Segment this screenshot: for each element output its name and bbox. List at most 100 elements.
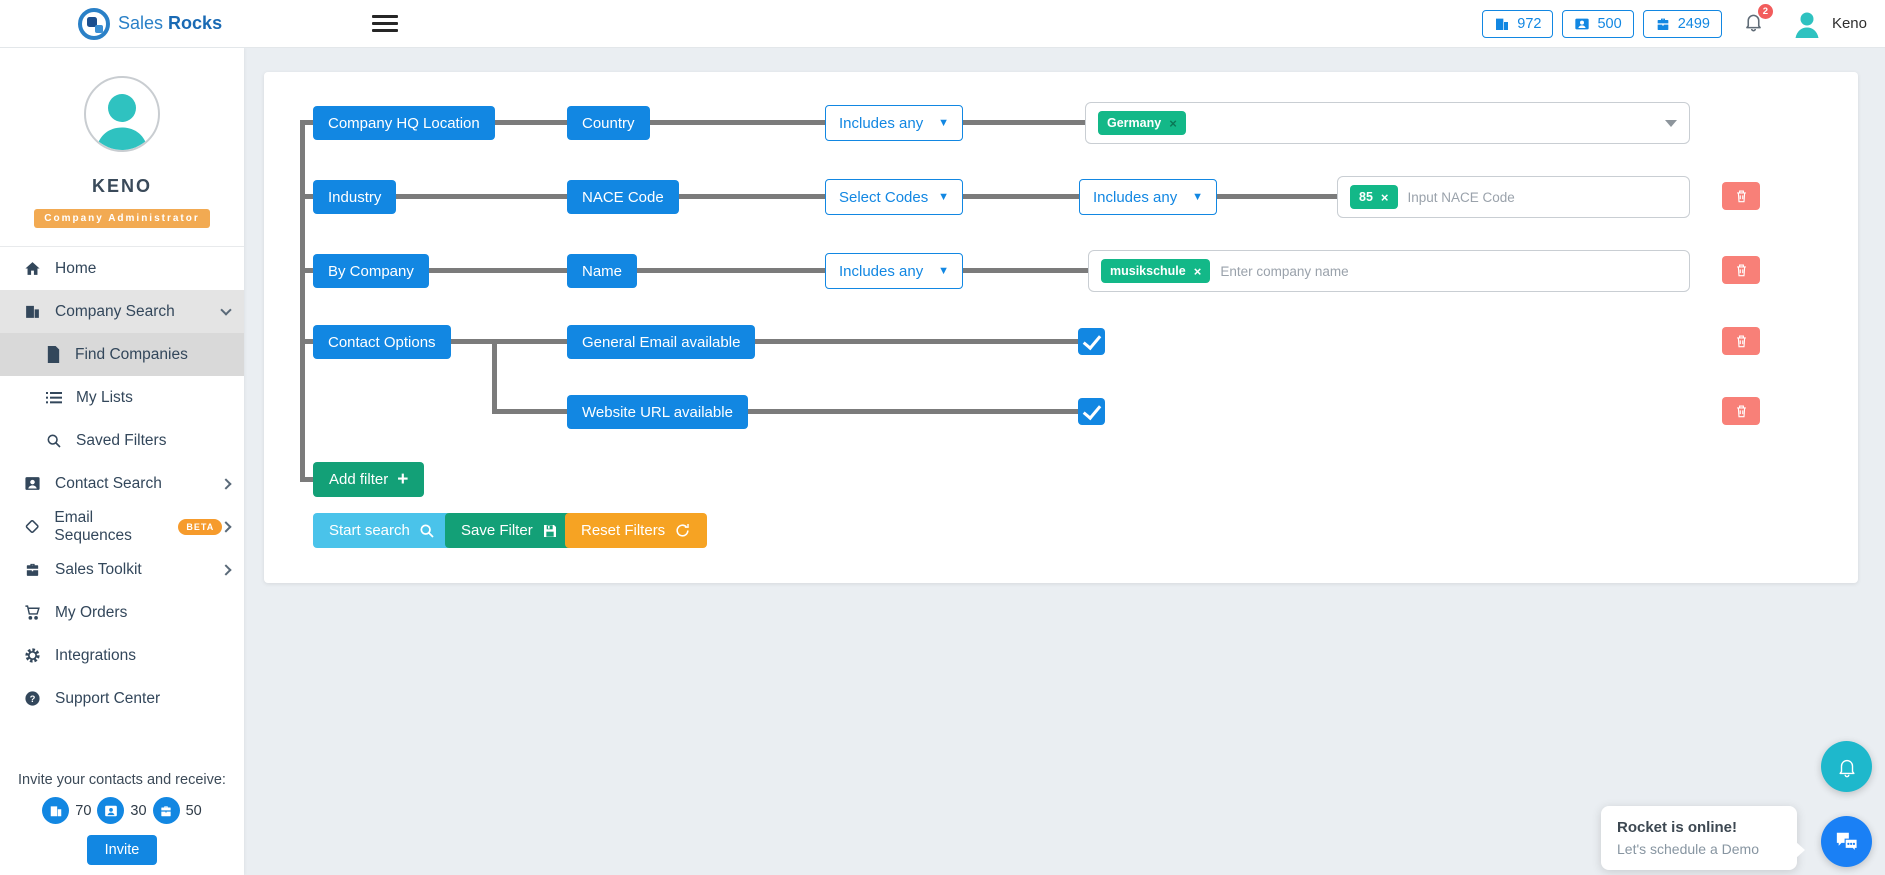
chevron-right-icon: [220, 520, 232, 533]
svg-text:?: ?: [30, 694, 36, 704]
contact-card-icon: [1575, 18, 1590, 29]
top-header: Sales Rocks 972 500 2499: [0, 0, 1885, 48]
notification-count-badge: 2: [1757, 3, 1773, 19]
company-name-input[interactable]: [1220, 263, 1677, 279]
remove-tag-icon[interactable]: ×: [1380, 189, 1389, 205]
toolkit-credit-badge[interactable]: 2499: [1642, 9, 1722, 38]
briefcase-icon: [1657, 18, 1669, 30]
chat-tooltip[interactable]: Rocket is online! Let's schedule a Demo: [1601, 806, 1805, 870]
chevron-right-icon: [220, 477, 232, 490]
sales-rocks-logo[interactable]: Sales Rocks: [78, 7, 223, 40]
sidebar-item-find-companies[interactable]: Find Companies: [0, 333, 244, 376]
option-general-email-available[interactable]: General Email available: [567, 325, 756, 359]
operator-dropdown-nace[interactable]: Includes any▼: [1079, 179, 1217, 215]
country-tag-germany: Germany×: [1098, 111, 1186, 135]
hamburger-menu-icon[interactable]: [372, 11, 399, 36]
save-filter-button[interactable]: Save Filter: [445, 513, 574, 548]
document-icon: [47, 346, 60, 363]
delete-filter-row-button[interactable]: [1722, 182, 1760, 210]
tree-line: [300, 268, 1088, 273]
dropdown-caret-icon: ▼: [1192, 191, 1203, 203]
sidebar-item-sales-toolkit[interactable]: Sales Toolkit: [0, 548, 244, 591]
filter-category-contact-options[interactable]: Contact Options: [313, 325, 451, 359]
list-icon: [46, 391, 62, 403]
reset-filters-button[interactable]: Reset Filters: [565, 513, 708, 548]
select-codes-dropdown[interactable]: Select Codes▼: [825, 179, 963, 215]
general-email-checkbox[interactable]: [1078, 328, 1105, 355]
sidebar-item-home[interactable]: Home: [0, 247, 244, 290]
filter-field-nace-code[interactable]: NACE Code: [567, 180, 679, 214]
filter-category-company-hq-location[interactable]: Company HQ Location: [313, 106, 495, 140]
trash-icon: [1736, 264, 1746, 277]
reset-icon: [676, 523, 689, 537]
sidebar-item-my-lists[interactable]: My Lists: [0, 376, 244, 419]
diamond-icon: [25, 520, 39, 533]
company-tag-musikschule: musikschule×: [1101, 259, 1211, 283]
trash-icon: [1736, 190, 1746, 203]
filter-category-by-company[interactable]: By Company: [313, 254, 429, 288]
search-icon: [47, 434, 61, 448]
filter-builder-card: Company HQ Location Country Includes any…: [264, 72, 1858, 583]
briefcase-icon: [26, 563, 39, 576]
contact-card-icon: [25, 477, 40, 490]
tree-line: [492, 409, 1078, 414]
sidebar-item-company-search[interactable]: Company Search: [0, 290, 244, 333]
divider: [0, 246, 244, 247]
question-icon: ?: [25, 691, 40, 706]
plus-icon: +: [397, 469, 409, 490]
add-filter-button[interactable]: Add filter+: [313, 462, 425, 497]
profile-avatar: [84, 76, 160, 152]
chat-bubbles-icon: [1836, 832, 1858, 853]
sidebar-item-saved-filters[interactable]: Saved Filters: [0, 419, 244, 462]
remove-tag-icon[interactable]: ×: [1169, 115, 1177, 131]
country-value-select[interactable]: Germany×: [1085, 102, 1690, 144]
toolkit-credit-value: 2499: [1677, 15, 1710, 32]
tree-line: [492, 339, 497, 414]
chevron-right-icon: [220, 563, 232, 576]
dropdown-caret-icon: ▼: [938, 117, 949, 129]
chat-launcher-button[interactable]: [1821, 816, 1872, 867]
select-caret-icon[interactable]: [1665, 119, 1677, 127]
role-badge: Company Administrator: [34, 209, 210, 228]
trash-icon: [1736, 405, 1746, 418]
delete-filter-row-button[interactable]: [1722, 397, 1760, 425]
nace-code-input[interactable]: [1407, 189, 1677, 205]
invite-button[interactable]: Invite: [86, 835, 158, 865]
reward-companies: 70: [75, 802, 92, 819]
tree-line: [300, 120, 1085, 125]
contact-card-icon: [97, 797, 125, 824]
remove-tag-icon[interactable]: ×: [1193, 263, 1202, 279]
operator-dropdown-name[interactable]: Includes any▼: [825, 253, 963, 289]
delete-filter-row-button[interactable]: [1722, 256, 1760, 284]
user-menu[interactable]: Keno: [1791, 8, 1867, 40]
bell-icon: [1746, 14, 1761, 31]
filter-field-country[interactable]: Country: [567, 106, 650, 140]
sidebar-nav: Home Company Search Find Companies My Li…: [0, 247, 244, 720]
contacts-credit-badge[interactable]: 500: [1562, 9, 1634, 38]
option-website-url-available[interactable]: Website URL available: [567, 395, 748, 429]
website-url-checkbox[interactable]: [1078, 398, 1105, 425]
invite-rewards: 70 30 50: [0, 797, 244, 824]
delete-filter-row-button[interactable]: [1722, 327, 1760, 355]
chevron-down-icon: [220, 303, 232, 316]
notification-widget-button[interactable]: [1821, 741, 1872, 792]
operator-dropdown-country[interactable]: Includes any▼: [825, 105, 963, 141]
sidebar-item-my-orders[interactable]: My Orders: [0, 591, 244, 634]
companies-credit-badge[interactable]: 972: [1482, 9, 1554, 38]
filter-field-name[interactable]: Name: [567, 254, 638, 288]
save-icon: [543, 524, 556, 537]
search-icon: [420, 523, 434, 538]
notifications-button[interactable]: 2: [1743, 3, 1773, 37]
start-search-button[interactable]: Start search: [313, 513, 451, 548]
person-icon: [96, 94, 148, 150]
dropdown-caret-icon: ▼: [938, 265, 949, 277]
logo-text: Sales Rocks: [118, 13, 223, 33]
header-user-name: Keno: [1831, 15, 1867, 32]
sidebar-item-integrations[interactable]: Integrations: [0, 634, 244, 677]
sidebar-item-support-center[interactable]: ? Support Center: [0, 677, 244, 720]
contacts-credit-value: 500: [1597, 15, 1622, 32]
filter-category-industry[interactable]: Industry: [313, 180, 397, 214]
sidebar-item-contact-search[interactable]: Contact Search: [0, 462, 244, 505]
home-icon: [25, 262, 40, 275]
sidebar-item-email-sequences[interactable]: Email Sequences BETA: [0, 505, 244, 548]
